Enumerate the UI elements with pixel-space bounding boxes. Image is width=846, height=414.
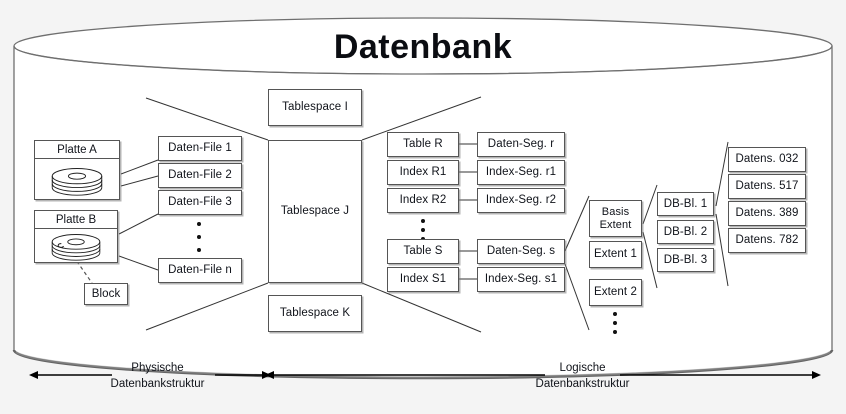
record-3[interactable]: Datens. 389 <box>728 201 806 226</box>
connector-extents-to-dbblocks <box>642 184 658 289</box>
extent-basis-line1: Basis <box>601 206 630 219</box>
data-file-2[interactable]: Daten-File 2 <box>158 163 242 188</box>
tablespace-i[interactable]: Tablespace I <box>268 89 362 126</box>
page-title: Datenbank <box>333 28 513 66</box>
connector-tablespace-to-objects <box>361 96 482 333</box>
object-table-r[interactable]: Table R <box>387 132 459 157</box>
axis-label-logical: Logische Datenbankstruktur <box>485 361 680 392</box>
data-files-ellipsis <box>196 222 202 252</box>
objects-ellipsis <box>420 219 426 241</box>
block-node[interactable]: Block <box>84 283 128 305</box>
connector-dbblock-to-records <box>715 141 729 287</box>
connector-disk-a-to-files <box>120 159 159 187</box>
disk-platte-a[interactable]: Platte A <box>34 140 120 200</box>
segment-daten-seg-s[interactable]: Daten-Seg. s <box>477 239 565 264</box>
object-table-s[interactable]: Table S <box>387 239 459 264</box>
disk-platte-b[interactable]: Platte B <box>34 210 118 263</box>
segment-index-seg-r2[interactable]: Index-Seg. r2 <box>477 188 565 213</box>
data-file-1[interactable]: Daten-File 1 <box>158 136 242 161</box>
disk-platte-b-label: Platte B <box>35 211 117 229</box>
axis-label-logical-line2: Datenbankstruktur <box>535 377 630 390</box>
axis-label-physical-line1: Physische <box>131 362 184 374</box>
extent-1[interactable]: Extent 1 <box>589 241 642 268</box>
record-2[interactable]: Datens. 517 <box>728 174 806 199</box>
connector-objects-to-segments <box>459 143 477 280</box>
extents-ellipsis <box>612 312 618 334</box>
segment-index-seg-r1[interactable]: Index-Seg. r1 <box>477 160 565 185</box>
db-block-2[interactable]: DB-Bl. 2 <box>657 220 714 244</box>
disk-platte-a-label: Platte A <box>35 141 119 159</box>
record-4[interactable]: Datens. 782 <box>728 228 806 253</box>
tablespace-j[interactable]: Tablespace J <box>268 140 362 283</box>
object-index-r2[interactable]: Index R2 <box>387 188 459 213</box>
data-file-n[interactable]: Daten-File n <box>158 258 242 283</box>
tablespace-k[interactable]: Tablespace K <box>268 295 362 332</box>
segment-daten-seg-r[interactable]: Daten-Seg. r <box>477 132 565 157</box>
object-index-r1[interactable]: Index R1 <box>387 160 459 185</box>
connector-files-to-tablespace <box>145 97 269 331</box>
axis-label-physical: Physische Datenbankstruktur <box>60 361 255 392</box>
extent-2[interactable]: Extent 2 <box>589 279 642 306</box>
segment-index-seg-s1[interactable]: Index-Seg. s1 <box>477 267 565 292</box>
extent-basis-line2: Extent <box>599 218 632 231</box>
axis-label-logical-line1: Logische <box>559 362 606 374</box>
data-file-3[interactable]: Daten-File 3 <box>158 190 242 215</box>
axis-label-physical-line2: Datenbankstruktur <box>110 377 205 390</box>
db-block-3[interactable]: DB-Bl. 3 <box>657 248 714 272</box>
record-1[interactable]: Datens. 032 <box>728 147 806 172</box>
disk-platter-icon <box>35 229 117 262</box>
connector-disk-b-to-files <box>118 213 159 271</box>
db-block-1[interactable]: DB-Bl. 1 <box>657 192 714 216</box>
object-index-s1[interactable]: Index S1 <box>387 267 459 292</box>
connector-segments-to-extents <box>564 195 590 331</box>
extent-basis[interactable]: Basis Extent <box>589 200 642 237</box>
disk-platter-icon <box>35 159 119 199</box>
